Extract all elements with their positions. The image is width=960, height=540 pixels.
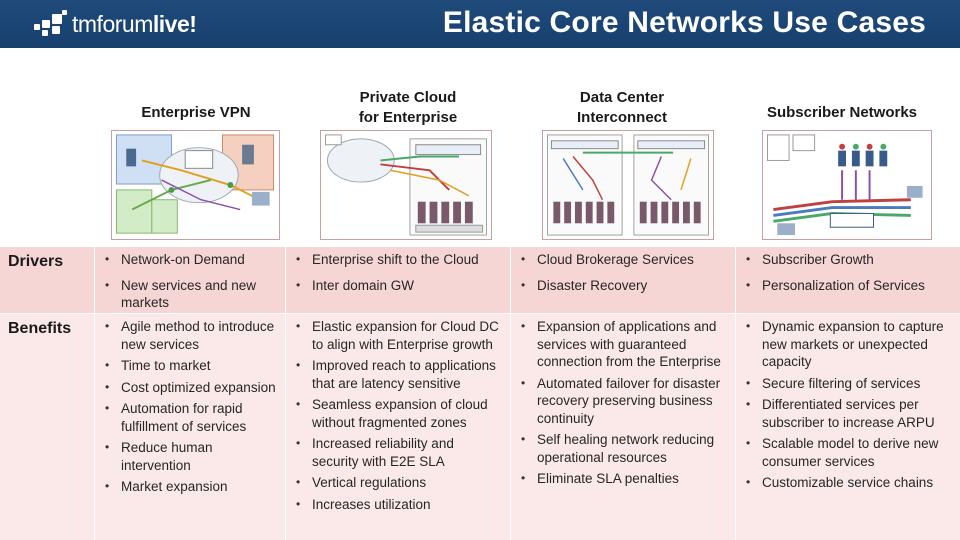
list-item: Eliminate SLA penalties (519, 470, 729, 488)
benefits-cell-enterprise-vpn: Agile method to introduce new services T… (95, 314, 286, 540)
list-item: Elastic expansion for Cloud DC to align … (294, 318, 504, 353)
list-item: Disaster Recovery (519, 277, 729, 295)
drivers-row: Drivers Network-on Demand New services a… (0, 247, 960, 314)
column-title-line2: Interconnect (576, 109, 667, 126)
list-item: Agile method to introduce new services (103, 318, 279, 353)
logo-mark-icon (34, 10, 68, 38)
benefits-label: Benefits (0, 314, 95, 540)
use-case-table: Drivers Network-on Demand New services a… (0, 247, 960, 540)
list-item: Customizable service chains (744, 474, 954, 492)
benefits-cell-private-cloud: Elastic expansion for Cloud DC to align … (286, 314, 511, 540)
column-title-line1: Private Cloud (359, 89, 457, 106)
list-item: Differentiated services per subscriber t… (744, 396, 954, 431)
enterprise-vpn-network-icon (115, 134, 275, 234)
drivers-label: Drivers (0, 247, 95, 314)
list-item: Expansion of applications and services w… (519, 318, 729, 371)
list-item: Market expansion (103, 478, 279, 496)
column-title-subscriber-networks: Subscriber Networks (742, 103, 942, 123)
logo-rum: rum (114, 10, 154, 37)
private-cloud-network-icon (325, 134, 487, 236)
benefits-cell-data-center: Expansion of applications and services w… (511, 314, 736, 540)
page-title: Elastic Core Networks Use Cases (442, 6, 926, 39)
column-title-private-cloud: Private Cloud for Enterprise (308, 88, 508, 128)
logo-wordmark: tmforumlive! (72, 10, 197, 38)
list-item: Enterprise shift to the Cloud (294, 251, 504, 269)
list-item: Secure filtering of services (744, 375, 954, 393)
column-title-line1: Subscriber Networks (766, 104, 918, 121)
logo-live: live! (152, 10, 197, 37)
benefits-cell-subscriber: Dynamic expansion to capture new markets… (736, 314, 960, 540)
list-item: Reduce human intervention (103, 439, 279, 474)
column-title-line1: Enterprise VPN (141, 104, 251, 121)
list-item: Time to market (103, 357, 279, 375)
list-item: Dynamic expansion to capture new markets… (744, 318, 954, 371)
list-item: Increases utilization (294, 496, 504, 514)
logo-o: o (102, 10, 115, 37)
header-band: tmforumlive! Elastic Core Networks Use C… (0, 0, 960, 48)
list-item: Automated failover for disaster recovery… (519, 375, 729, 428)
list-item: Vertical regulations (294, 474, 504, 492)
drivers-cell-data-center: Cloud Brokerage Services Disaster Recove… (511, 247, 736, 314)
list-item: Scalable model to derive new consumer se… (744, 435, 954, 470)
drivers-cell-enterprise-vpn: Network-on Demand New services and new m… (95, 247, 286, 314)
list-item: Increased reliability and security with … (294, 435, 504, 470)
list-item: Seamless expansion of cloud without frag… (294, 396, 504, 431)
diagram-data-center (542, 130, 714, 240)
list-item: Improved reach to applications that are … (294, 357, 504, 392)
list-item: Cloud Brokerage Services (519, 251, 729, 269)
list-item: Personalization of Services (744, 277, 954, 295)
diagram-subscriber-networks (762, 130, 932, 240)
data-center-interconnect-icon (547, 134, 709, 236)
list-item: Automation for rapid fulfillment of serv… (103, 400, 279, 435)
list-item: New services and new markets (103, 277, 279, 312)
column-title-enterprise-vpn: Enterprise VPN (96, 103, 296, 123)
list-item: Subscriber Growth (744, 251, 954, 269)
list-item: Self healing network reducing operationa… (519, 431, 729, 466)
benefits-row: Benefits Agile method to introduce new s… (0, 314, 960, 540)
list-item: Network-on Demand (103, 251, 279, 269)
diagram-enterprise-vpn (111, 130, 280, 240)
list-item: Cost optimized expansion (103, 379, 279, 397)
drivers-cell-subscriber: Subscriber Growth Personalization of Ser… (736, 247, 960, 314)
list-item: Inter domain GW (294, 277, 504, 295)
tmforum-logo: tmforumlive! (34, 8, 197, 40)
column-title-line1: Data Center (579, 89, 665, 106)
logo-tmf: tmf (72, 10, 103, 37)
column-title-data-center: Data Center Interconnect (522, 88, 722, 128)
column-title-line2: for Enterprise (358, 109, 458, 126)
drivers-cell-private-cloud: Enterprise shift to the Cloud Inter doma… (286, 247, 511, 314)
subscriber-networks-icon (766, 134, 923, 236)
diagram-private-cloud (320, 130, 492, 240)
